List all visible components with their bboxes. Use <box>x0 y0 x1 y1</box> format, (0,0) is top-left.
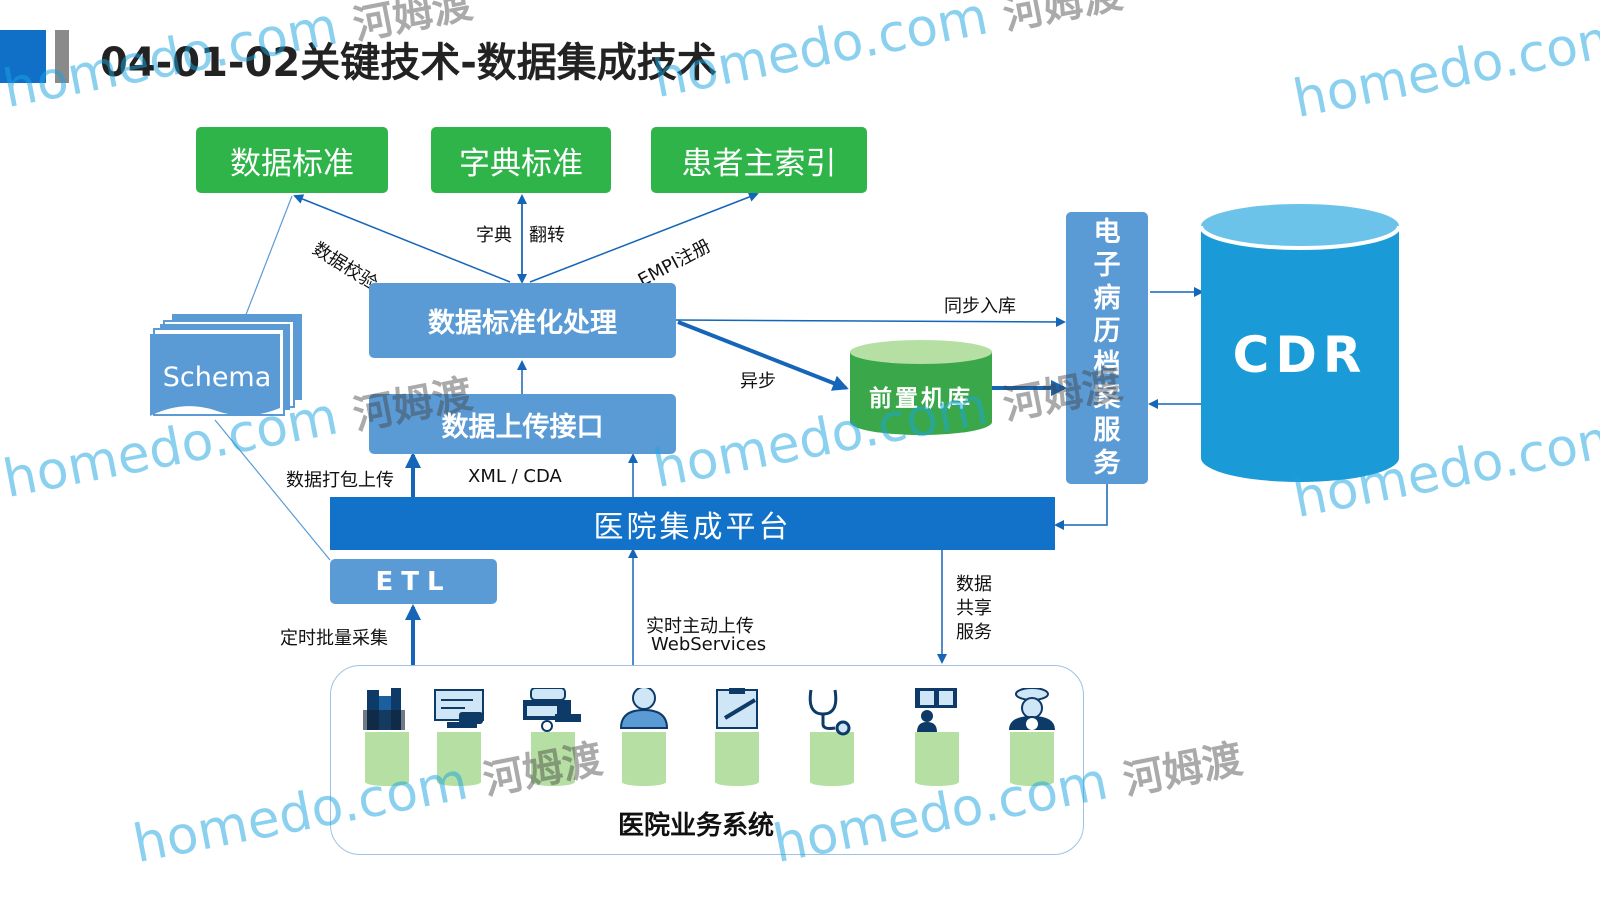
xray-viewer-icon <box>915 688 957 732</box>
front-db-label: 前置机库 <box>869 386 973 412</box>
emr-char: 历 <box>1093 315 1121 347</box>
schema-link-top <box>239 195 293 331</box>
title-accent-gray <box>55 30 69 83</box>
cdr-label: CDR <box>1232 326 1368 384</box>
front-db-cylinder[interactable] <box>848 338 994 438</box>
emr-char: 务 <box>1093 447 1121 479</box>
integration-platform-bar[interactable]: 医院集成平台 <box>330 497 1055 550</box>
emr-char: 服 <box>1093 414 1121 446</box>
page-title: 04-01-02关键技术-数据集成技术 <box>100 40 717 86</box>
label-sync: 同步入库 <box>944 296 1016 317</box>
emr-char: 病 <box>1093 282 1121 314</box>
arrow-empi <box>529 192 759 283</box>
schema-label: Schema <box>162 362 272 393</box>
emr-char: 子 <box>1093 249 1121 281</box>
schema-link-bottom <box>214 419 331 561</box>
printer-icon <box>523 688 581 732</box>
business-systems-frame <box>330 665 1084 855</box>
label-share-2: 共享 <box>956 598 992 619</box>
arrow-async <box>677 320 849 391</box>
arrow-sync <box>675 316 1066 327</box>
upload-interface-box[interactable]: 数据上传接口 <box>369 394 676 454</box>
label-xml-cda: XML / CDA <box>468 466 562 487</box>
schema-icon <box>150 314 302 416</box>
business-systems-label: 医院业务系统 <box>618 811 775 841</box>
cdr-cylinder[interactable] <box>1199 200 1401 486</box>
label-flip: 翻转 <box>529 225 565 246</box>
emr-char: 案 <box>1093 381 1121 413</box>
standardize-box[interactable]: 数据标准化处理 <box>369 283 676 358</box>
label-pack-upload: 数据打包上传 <box>286 470 394 491</box>
label-batch: 定时批量采集 <box>280 628 388 649</box>
label-async: 异步 <box>740 371 776 392</box>
lab-tubes-icon <box>363 688 405 730</box>
arrow-validate <box>293 194 511 283</box>
etl-box[interactable]: ETL <box>330 559 497 604</box>
label-webservices: WebServices <box>651 634 767 655</box>
stethoscope-icon <box>808 689 851 736</box>
emr-char: 电 <box>1093 216 1121 248</box>
label-share-3: 服务 <box>956 622 992 643</box>
doctor-icon <box>619 688 669 729</box>
pharmacist-icon <box>1009 688 1055 730</box>
dict-standard-box[interactable]: 字典标准 <box>431 127 611 193</box>
label-share-1: 数据 <box>956 574 992 595</box>
empi-box[interactable]: 患者主索引 <box>651 127 867 193</box>
arrow-emr-platform <box>1054 484 1108 530</box>
label-dict: 字典 <box>476 225 512 246</box>
computer-stamp-icon <box>434 689 484 728</box>
emr-service-box[interactable]: 电 子 病 历 档 案 服 务 <box>1066 212 1148 484</box>
label-realtime: 实时主动上传 <box>646 616 754 637</box>
data-standard-box[interactable]: 数据标准 <box>196 127 388 193</box>
clipboard-icon <box>716 688 758 729</box>
emr-char: 档 <box>1093 348 1121 380</box>
business-icons-row <box>363 688 1055 786</box>
title-accent-blue <box>0 30 46 83</box>
